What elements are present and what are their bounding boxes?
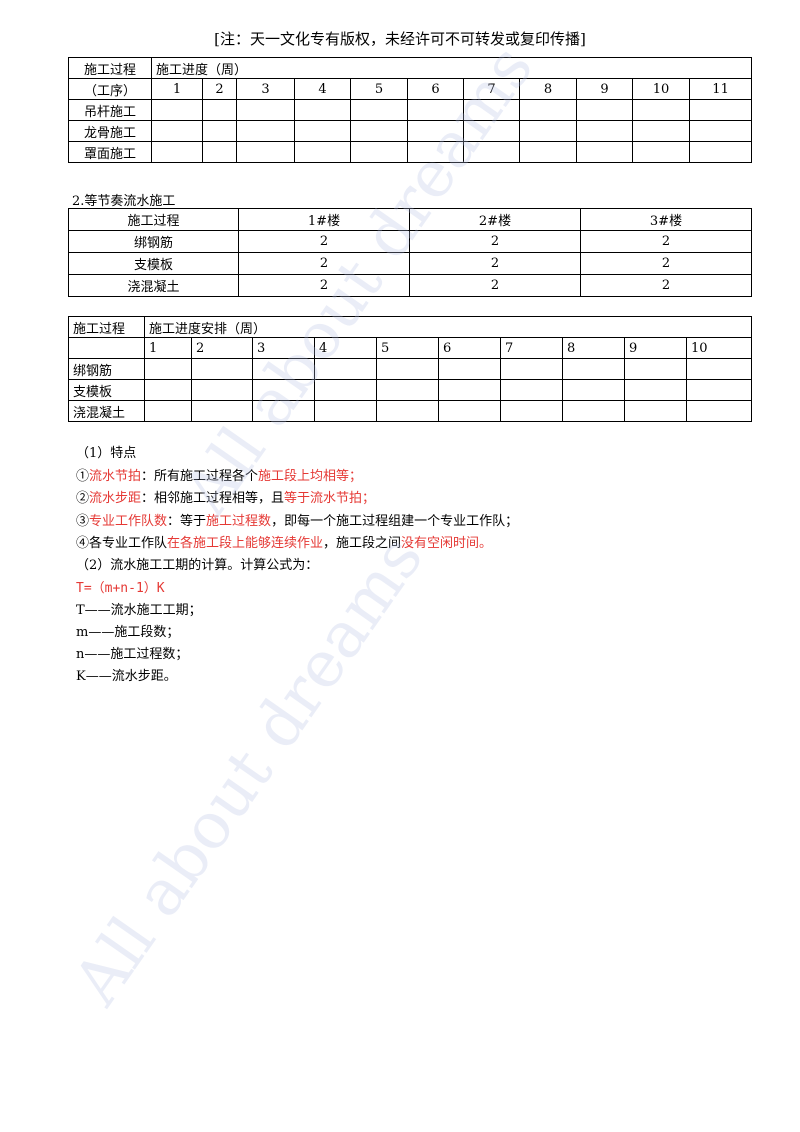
week-cell: 5 [350,78,408,100]
week-cell: 6 [438,337,501,359]
features-title: （1）特点 [76,446,137,461]
table-row: 绑钢筋 2 2 2 [68,230,752,253]
table-row: 支模板 [68,379,753,401]
definition-k: K——流水步距。 [76,669,177,684]
feature-1: ①流水节拍：所有施工过程各个施工段上均相等； [76,469,363,484]
value-cell: 2 [238,274,410,297]
header-progress: 施工进度安排（周） [143,316,753,338]
process-name: 吊杆施工 [68,99,152,121]
week-cell: 2 [202,78,237,100]
process-name: 罩面施工 [68,141,152,163]
definition-t: T——流水施工工期； [76,603,202,618]
week-cell: 3 [236,78,295,100]
header-process: 施工过程 [68,316,145,338]
week-cell: 9 [576,78,633,100]
feature-4: ④各专业工作队在各施工段上能够连续作业，施工段之间没有空闲时间。 [76,536,493,551]
week-cell: 10 [632,78,690,100]
header-process: 施工过程 [68,57,152,79]
process-name: 绑钢筋 [68,358,145,380]
week-cell: 8 [562,337,625,359]
value-cell: 2 [580,252,752,275]
value-cell: 2 [409,274,581,297]
table-row: 绑钢筋 [68,358,753,380]
header-cell: 3#楼 [580,208,752,231]
week-cell: 11 [688,78,753,100]
week-cell: 5 [376,337,439,359]
formula: T=（m+n-1）K [76,581,165,596]
feature-2: ②流水步距：相邻施工过程相等，且等于流水节拍； [76,491,376,506]
table-row: 浇混凝土 2 2 2 [68,274,752,297]
calc-title: （2）流水施工工期的计算。计算公式为： [76,558,319,573]
definition-m: m——施工段数； [76,625,180,640]
section-title: 2.等节奏流水施工 [72,194,176,209]
process-name: 支模板 [68,379,145,401]
building-table: 施工过程 1#楼 2#楼 3#楼 绑钢筋 2 2 2 支模板 2 2 2 浇混凝… [68,208,752,297]
week-cell: 4 [294,78,351,100]
table-row: 吊杆施工 [68,99,753,121]
process-name: 浇混凝土 [68,274,239,297]
header-cell: 施工过程 [68,208,239,231]
process-name: 龙骨施工 [68,120,152,142]
header-cell: 1#楼 [238,208,410,231]
table-row: 罩面施工 [68,141,753,163]
table-row: 龙骨施工 [68,120,753,142]
value-cell: 2 [580,230,752,253]
week-cell: 9 [624,337,687,359]
header-progress: 施工进度（周） [150,57,753,79]
process-name: 绑钢筋 [68,230,239,253]
header-process-sub: （工序） [68,78,152,100]
table-row: 浇混凝土 [68,400,753,422]
process-name: 浇混凝土 [68,400,145,422]
schedule-table-1: 施工过程 施工进度（周） （工序） 1 2 3 4 5 6 7 8 9 10 1… [68,57,753,163]
definition-n: n——施工过程数； [76,647,189,662]
value-cell: 2 [409,252,581,275]
week-cell: 1 [144,337,192,359]
value-cell: 2 [580,274,752,297]
watermark: All about dreams [59,522,438,1019]
copyright-notice: [注：天一文化专有版权，未经许可不可转发或复印传播] [214,30,586,48]
process-name: 支模板 [68,252,239,275]
week-cell: 1 [151,78,203,100]
week-cell: 7 [500,337,563,359]
week-cell: 2 [191,337,253,359]
schedule-table-2: 施工过程 施工进度安排（周） 1 2 3 4 5 6 7 8 9 10 绑钢筋 … [68,316,753,422]
week-cell: 10 [685,337,753,359]
feature-3: ③专业工作队数：等于施工过程数，即每一个施工过程组建一个专业工作队； [76,514,519,529]
